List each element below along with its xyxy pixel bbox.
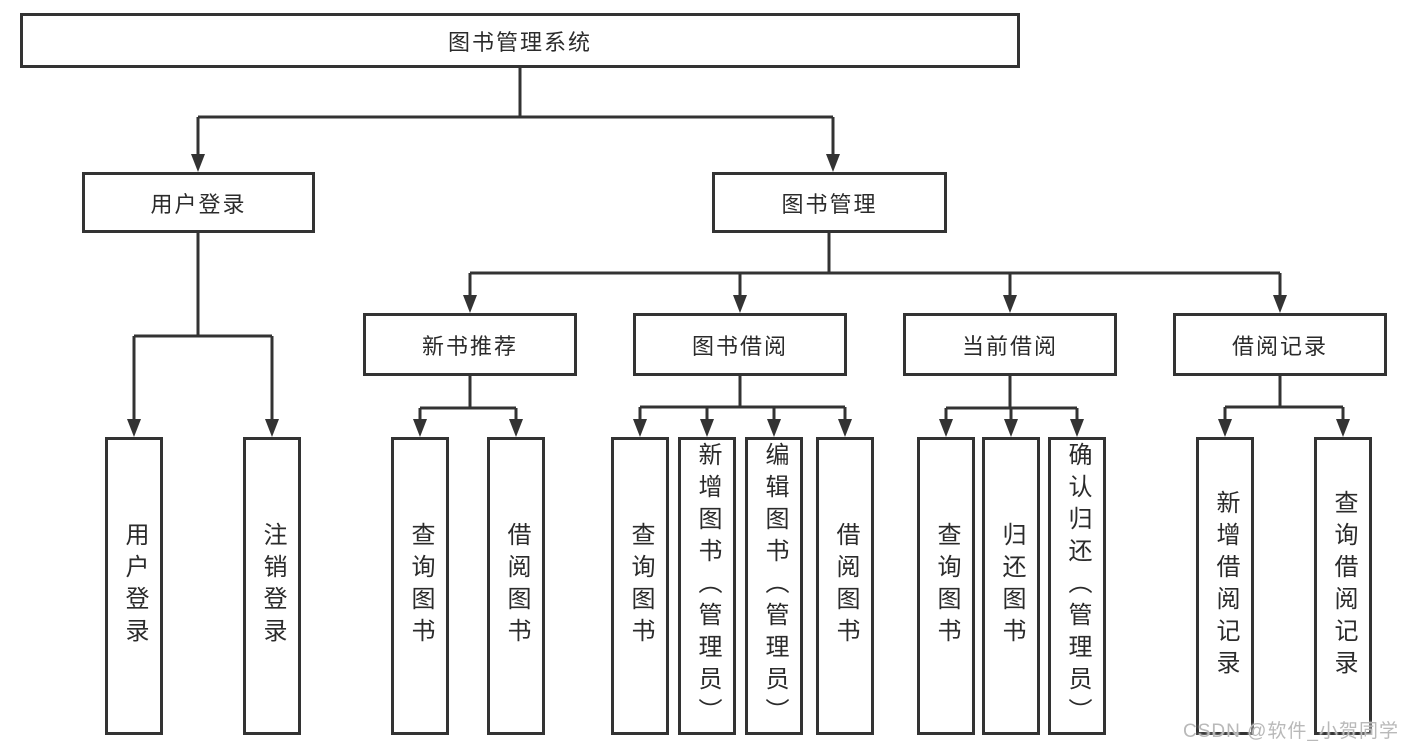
node-library-system-label: 图书管理系统 <box>447 29 592 55</box>
leaf-current-query-books-label: 查询图书 <box>933 522 960 650</box>
leaf-current-query-books: 查询图书 <box>917 437 975 735</box>
node-current-borrowing: 当前借阅 <box>903 313 1117 376</box>
leaf-add-borrow-record: 新增借阅记录 <box>1196 437 1254 735</box>
leaf-return-books-label: 归还图书 <box>998 522 1025 650</box>
leaf-recommend-query-books-label: 查询图书 <box>407 522 434 650</box>
node-library-system: 图书管理系统 <box>20 13 1020 68</box>
leaf-recommend-borrow-books-label: 借阅图书 <box>503 522 530 650</box>
leaf-user-login-label: 用户登录 <box>121 522 148 650</box>
leaf-borrowing-borrow-books-label: 借阅图书 <box>832 522 859 650</box>
leaf-add-books-admin-label: 新增图书（管理员） <box>694 442 721 730</box>
node-new-book-recommend-label: 新书推荐 <box>421 333 518 359</box>
leaf-add-books-admin: 新增图书（管理员） <box>678 437 736 735</box>
node-book-borrowing-label: 图书借阅 <box>691 333 788 359</box>
leaf-user-login: 用户登录 <box>105 437 163 735</box>
leaf-logout: 注销登录 <box>243 437 301 735</box>
node-current-borrowing-label: 当前借阅 <box>961 333 1058 359</box>
leaf-return-books: 归还图书 <box>982 437 1040 735</box>
leaf-add-borrow-record-label: 新增借阅记录 <box>1212 490 1239 682</box>
leaf-confirm-return-admin-label: 确认归还（管理员） <box>1064 442 1091 730</box>
leaf-query-borrow-record: 查询借阅记录 <box>1314 437 1372 735</box>
node-borrowing-records-label: 借阅记录 <box>1231 333 1328 359</box>
node-book-borrowing: 图书借阅 <box>633 313 847 376</box>
leaf-recommend-borrow-books: 借阅图书 <box>487 437 545 735</box>
node-book-management-label: 图书管理 <box>781 191 878 217</box>
leaf-confirm-return-admin: 确认归还（管理员） <box>1048 437 1106 735</box>
leaf-borrowing-query-books-label: 查询图书 <box>627 522 654 650</box>
leaf-borrowing-borrow-books: 借阅图书 <box>816 437 874 735</box>
node-borrowing-records: 借阅记录 <box>1173 313 1387 376</box>
csdn-watermark: CSDN @软件_小贺同学 <box>1183 721 1399 742</box>
node-book-management: 图书管理 <box>712 172 947 233</box>
node-user-login-branch: 用户登录 <box>82 172 315 233</box>
leaf-edit-books-admin-label: 编辑图书（管理员） <box>761 442 788 730</box>
node-user-login-branch-label: 用户登录 <box>150 191 247 217</box>
leaf-edit-books-admin: 编辑图书（管理员） <box>745 437 803 735</box>
leaf-query-borrow-record-label: 查询借阅记录 <box>1330 490 1357 682</box>
node-new-book-recommend: 新书推荐 <box>363 313 577 376</box>
leaf-logout-label: 注销登录 <box>259 522 286 650</box>
leaf-borrowing-query-books: 查询图书 <box>611 437 669 735</box>
leaf-recommend-query-books: 查询图书 <box>391 437 449 735</box>
